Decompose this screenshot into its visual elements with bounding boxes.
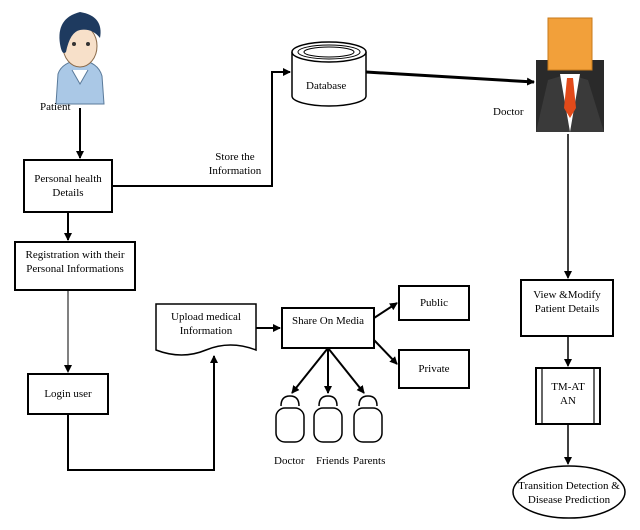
personal-health-label: Personal health Details bbox=[34, 173, 102, 199]
public-box bbox=[398, 285, 470, 321]
doctor-label: Doctor bbox=[493, 106, 524, 118]
personal-health-box bbox=[23, 159, 113, 213]
share-target-parents-figure bbox=[353, 395, 383, 443]
patient-icon bbox=[55, 12, 105, 105]
tm-atan-label: TM-ATAN bbox=[551, 381, 585, 407]
transition-label: Transition Detection & Disease Predictio… bbox=[518, 480, 620, 506]
share-box bbox=[281, 307, 375, 349]
public-label: Public bbox=[419, 297, 449, 309]
share-target-doctor-figure bbox=[275, 395, 305, 443]
patient-label: Patient bbox=[40, 101, 71, 113]
private-label: Private bbox=[418, 363, 450, 375]
transition-ellipse bbox=[512, 465, 626, 519]
share-target-parents-label: Parents bbox=[353, 455, 386, 467]
private-box bbox=[398, 349, 470, 389]
share-label: Share On Media bbox=[291, 315, 365, 327]
store-edge-label: Store the Information bbox=[208, 151, 262, 177]
edge-share-to-parents bbox=[327, 347, 365, 394]
doctor-icon bbox=[536, 17, 604, 132]
tm-atan-box bbox=[535, 367, 601, 425]
login-label: Login user bbox=[44, 388, 92, 400]
view-modify-label: View &Modify Patient Details bbox=[533, 289, 601, 315]
registration-box bbox=[14, 241, 136, 291]
upload-document-shape bbox=[155, 303, 257, 356]
upload-label: Upload medical Information bbox=[171, 311, 241, 337]
edge-login-to-upload bbox=[67, 355, 218, 471]
share-target-friends-label: Friends bbox=[316, 455, 349, 467]
database-label: Database bbox=[306, 80, 347, 92]
edge-share-to-public bbox=[373, 302, 398, 319]
edge-health-to-database bbox=[112, 68, 291, 187]
registration-label: Registration with their Personal Informa… bbox=[25, 249, 125, 275]
edge-share-to-doctor bbox=[291, 347, 329, 394]
edge-database-to-doctor bbox=[365, 70, 535, 86]
edge-share-to-private bbox=[373, 339, 398, 365]
share-target-friends-figure bbox=[313, 395, 343, 443]
view-modify-box bbox=[520, 279, 614, 337]
database-cylinder bbox=[291, 41, 367, 107]
share-target-doctor-label: Doctor bbox=[274, 455, 305, 467]
